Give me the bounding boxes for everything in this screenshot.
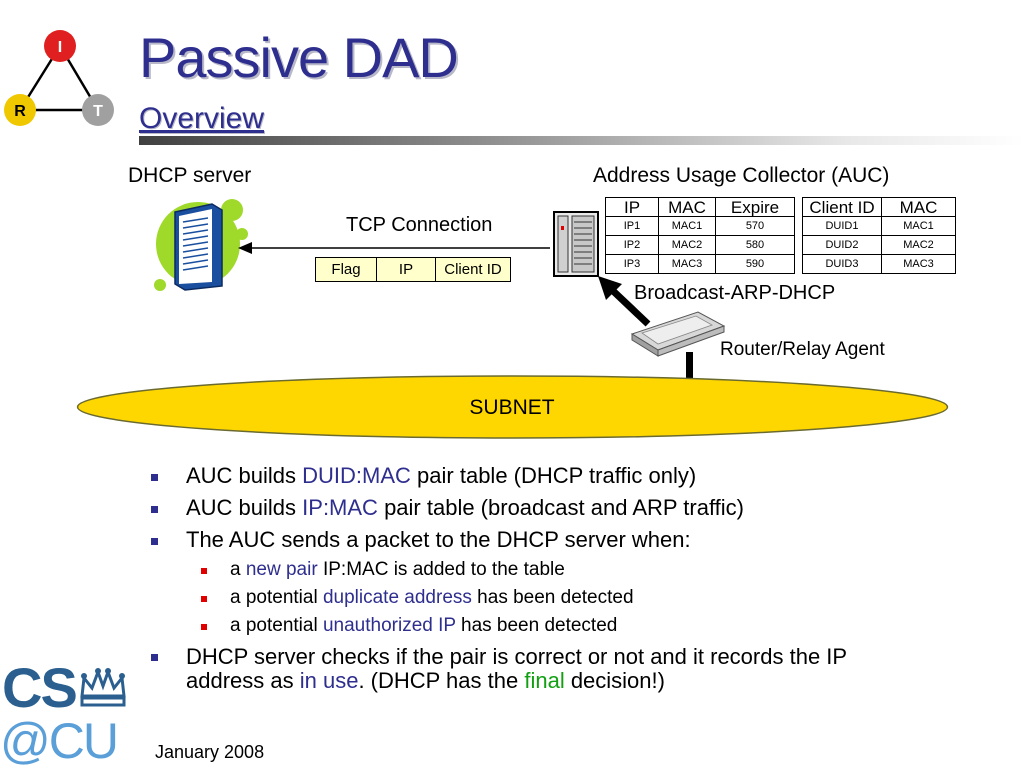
title-divider — [139, 136, 1024, 145]
table-row: IP1 MAC1 570 — [605, 216, 795, 236]
table-header: MAC — [881, 197, 956, 217]
duid-mac-table: Client ID MAC DUID1 MAC1 DUID2 MAC2 DUID… — [802, 197, 956, 274]
tcp-connection-label: TCP Connection — [346, 214, 493, 236]
svg-text:I: I — [58, 39, 62, 56]
table-row: IP2 MAC2 580 — [605, 235, 795, 255]
highlight-ip-mac: IP:MAC — [302, 495, 378, 520]
logo-node-r — [4, 94, 36, 126]
sub-bullet-unauthorized: a potential unauthorized IP has been det… — [230, 615, 618, 636]
crown-icon — [80, 667, 126, 707]
table-cell: 570 — [715, 216, 795, 236]
bullet-dhcp-checks: DHCP server checks if the pair is correc… — [186, 645, 847, 693]
table-cell: DUID2 — [802, 235, 882, 255]
bullet-marker — [151, 538, 158, 545]
packet-field: IP — [376, 257, 436, 282]
auc-device-icon — [553, 211, 599, 277]
table-cell: IP2 — [605, 235, 659, 255]
bullet-marker — [151, 474, 158, 481]
sub-bullet-new-pair: a new pair IP:MAC is added to the table — [230, 559, 565, 580]
subnet-label: SUBNET — [469, 396, 555, 419]
table-cell: IP3 — [605, 254, 659, 274]
footer-date: January 2008 — [155, 742, 265, 762]
table-header: IP — [605, 197, 659, 217]
highlight-duplicate: duplicate address — [322, 587, 472, 608]
sub-bullet-marker — [201, 568, 207, 574]
packet-field: Client ID — [435, 257, 511, 282]
page-title: Passive DAD — [139, 26, 459, 89]
bullet-marker — [151, 654, 158, 661]
irt-logo: I R T — [4, 30, 114, 126]
bullet-line: address as in use. (DHCP has the final d… — [186, 668, 665, 693]
table-cell: 590 — [715, 254, 795, 274]
cs-logo-text: CS — [2, 656, 78, 719]
packet-field: Flag — [315, 257, 377, 282]
table-row: DUID3 MAC3 — [802, 254, 956, 274]
table-row: DUID1 MAC1 — [802, 216, 956, 236]
logo-node-i — [44, 30, 76, 62]
subnet-ellipse — [76, 375, 949, 439]
router-label: Router/Relay Agent — [720, 339, 885, 360]
svg-text:T: T — [93, 103, 103, 120]
table-header: Expire — [715, 197, 795, 217]
svg-text:R: R — [14, 103, 26, 120]
highlight-new-pair: new pair — [245, 559, 318, 580]
table-cell: MAC3 — [881, 254, 956, 274]
broadcast-arrow — [598, 276, 651, 327]
highlight-in-use: in use — [299, 668, 359, 693]
bullet-auc-ip-mac: AUC builds IP:MAC pair table (broadcast … — [186, 495, 745, 520]
table-cell: MAC1 — [881, 216, 956, 236]
dhcp-server-icon — [154, 199, 248, 291]
table-cell: IP1 — [605, 216, 659, 236]
dhcp-server-label: DHCP server — [128, 164, 252, 187]
sub-bullet-marker — [201, 596, 207, 602]
ip-mac-table: IP MAC Expire IP1 MAC1 570 IP2 MAC2 580 … — [605, 197, 795, 274]
cu-logo-text: @CU — [0, 713, 119, 769]
logo-node-t — [82, 94, 114, 126]
highlight-unauthorized: unauthorized IP — [322, 615, 456, 636]
auc-label: Address Usage Collector (AUC) — [593, 164, 890, 187]
bullet-marker — [151, 506, 158, 513]
router-uplink — [686, 352, 693, 378]
table-cell: DUID1 — [802, 216, 882, 236]
table-cell: 580 — [715, 235, 795, 255]
router-icon — [630, 311, 726, 357]
bullet-auc-sends: The AUC sends a packet to the DHCP serve… — [186, 527, 691, 552]
table-cell: MAC2 — [881, 235, 956, 255]
broadcast-label: Broadcast-ARP-DHCP — [634, 282, 836, 304]
bullet-line: DHCP server checks if the pair is correc… — [186, 644, 848, 669]
table-cell: MAC3 — [658, 254, 716, 274]
table-header: MAC — [658, 197, 716, 217]
sub-bullet-duplicate: a potential duplicate address has been d… — [230, 587, 634, 608]
highlight-final: final — [524, 668, 565, 693]
tcp-connection-arrow — [238, 242, 550, 254]
table-cell: DUID3 — [802, 254, 882, 274]
table-cell: MAC2 — [658, 235, 716, 255]
packet-fields: Flag IP Client ID — [315, 257, 511, 282]
table-cell: MAC1 — [658, 216, 716, 236]
highlight-duid-mac: DUID:MAC — [302, 463, 411, 488]
table-row: IP3 MAC3 590 — [605, 254, 795, 274]
sub-bullet-marker — [201, 624, 207, 630]
page-subtitle: Overview — [139, 102, 265, 135]
table-header: Client ID — [802, 197, 882, 217]
table-row: DUID2 MAC2 — [802, 235, 956, 255]
bullet-auc-duid-mac: AUC builds DUID:MAC pair table (DHCP tra… — [186, 463, 697, 488]
